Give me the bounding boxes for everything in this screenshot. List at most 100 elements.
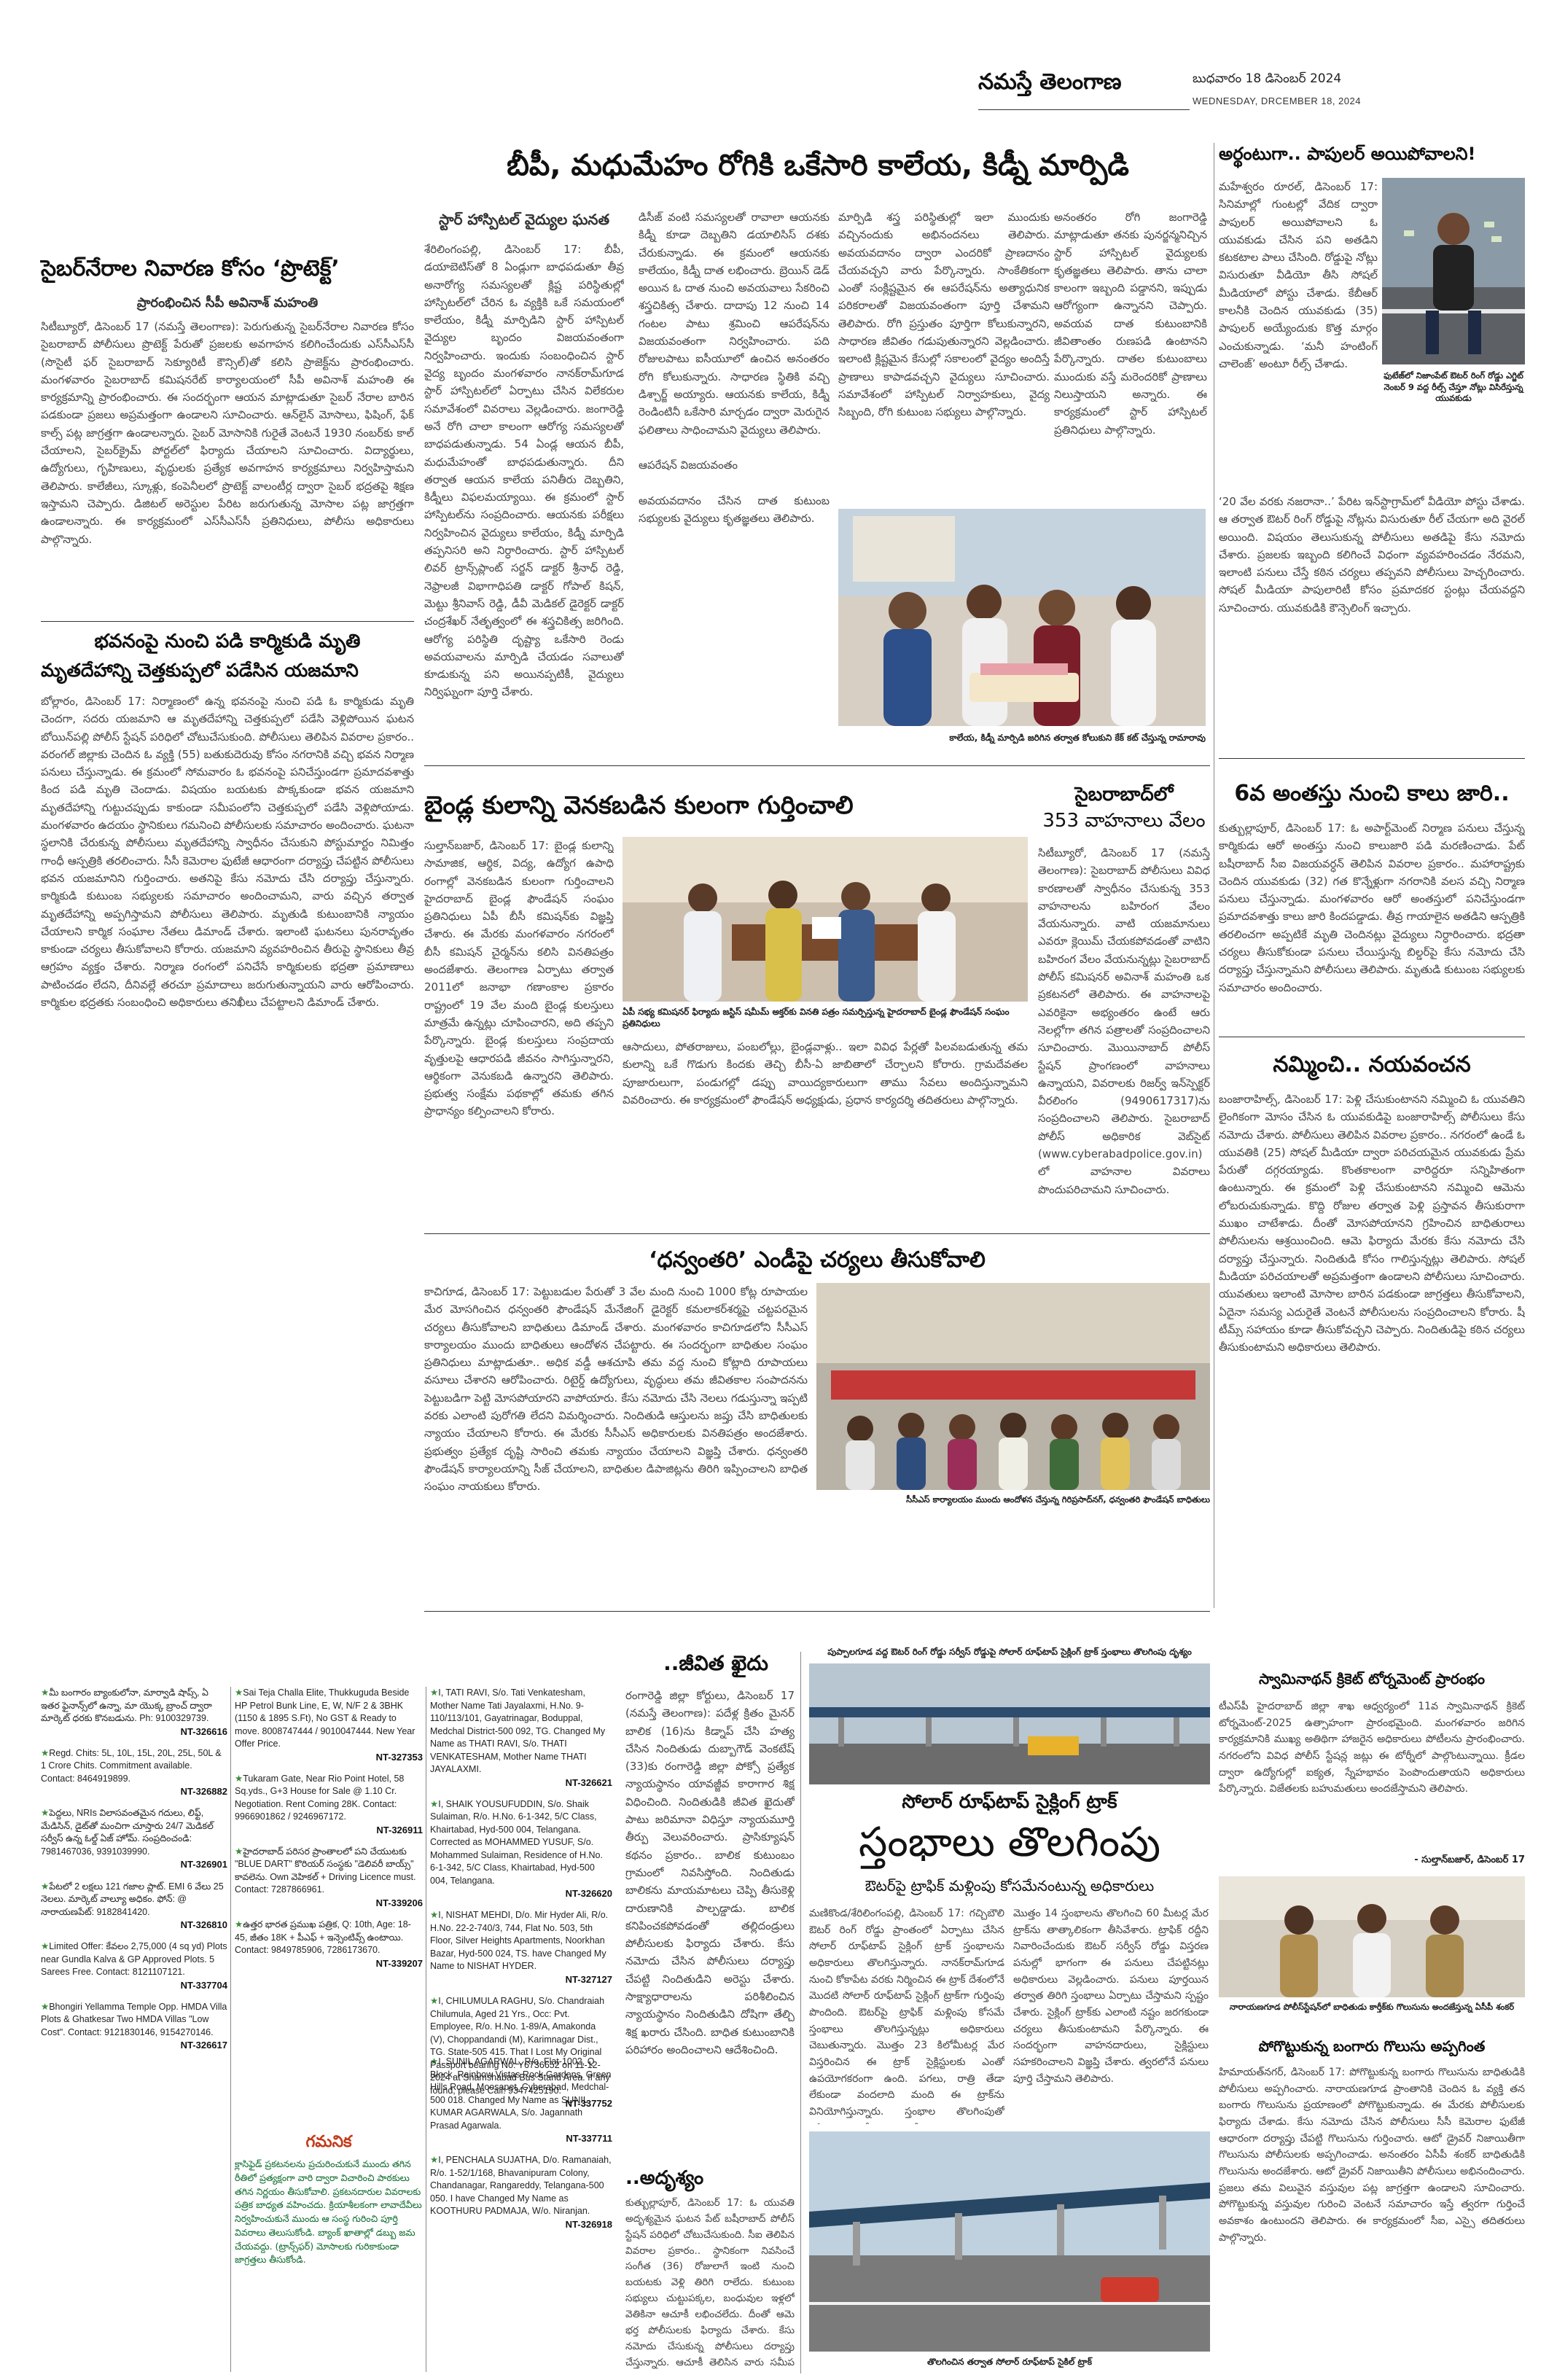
date-telugu: బుధవారం 18 డిసెంబర్ 2024 [1193, 71, 1342, 86]
star-icon: ★ [41, 1747, 50, 1758]
solar-photo-caption: తొలగించిన తర్వాత సోలార్ రూఫ్‌టాప్ సైకిల్… [927, 2357, 1092, 2367]
story-solar-headline-2: స్తంభాలు తొలగింపు [859, 1819, 1160, 1866]
star-icon: ★ [430, 1798, 439, 1809]
star-icon: ★ [235, 1688, 243, 1698]
classified-ad: ★Regd. Chits: 5L, 10L, 15L, 20L, 25L, 50… [41, 1747, 227, 1799]
story-dhanvantari-headline: ‘ధన్వంతరి’ ఎండీపై చర్యలు తీసుకోవాలి [649, 1247, 986, 1273]
classified-ad-text: I, SUNIL AGARWAL, R/o. Flat-1002, Q Bloc… [430, 2056, 614, 2131]
story-kidney-body-3: మార్పిడి శస్త్ర పరిస్థితుల్లో ఇలా ముందుక… [838, 211, 1050, 419]
story-sixth-floor-body: కుత్బుల్లాపూర్, డిసెంబర్ 17: ఓ అపార్ట్‌మ… [1219, 822, 1525, 994]
rule-kidney-bottom [424, 765, 1210, 766]
classified-ad: ★I, PENCHALA SUJATHA, D/o. Ramanaiah, R/… [430, 2154, 612, 2231]
star-icon: ★ [41, 1688, 50, 1698]
story-popular-body: మహేశ్వరం రూరల్, డిసెంబర్ 17: సినిమాల్లో … [1219, 180, 1378, 370]
kidney-photo-caption: కాలేయ, కిడ్నీ మార్పిడి జరిగిన తర్వాత కోల… [949, 733, 1206, 743]
story-life-body: రంగారెడ్డి జిల్లా కోర్టులు, డిసెంబర్ 17 … [625, 1689, 795, 2056]
dhanvantari-photo-caption: సీసీఎస్ కార్యాలయం ముందు ఆందోళన చేస్తున్న… [906, 1494, 1210, 1505]
star-icon: ★ [430, 2155, 439, 2166]
solar-photo-1 [809, 1663, 1210, 1784]
story-building-body: బోల్లారం, డిసెంబర్ 17: నిర్మాణంలో ఉన్న భ… [41, 695, 414, 1010]
classified-ad-code: NT-339207 [375, 1957, 423, 1969]
classified-ad: ★ఉత్తర భారత ప్రముఖ పత్రిక, Q: 10th, Age:… [235, 1919, 423, 1970]
classified-ad: ★హైదరాబాద్ పరిసర ప్రాంతాలలో పని చేయుటకు … [235, 1846, 423, 1910]
story-fortune-body: కుత్బుల్లాపూర్, డిసెంబర్ 17: ఓ యువతి అదృ… [625, 2197, 795, 2368]
classifieds-col-3: ★I, TATI RAVI, S/o. Tati Venkatesham, Mo… [430, 1687, 612, 2109]
classified-ad: ★మీ బంగారం బ్యాంకులోనా, మార్వాడి షాప్స్,… [41, 1687, 227, 1739]
story-bc-body-2: ఆసాదులు, పోతరాజులు, పంబలోల్లు, బైండ్లవాళ… [623, 1040, 1028, 1107]
story-solar-kicker: పుప్పాలగూడ వద్ద ఔటర్ రింగ్ రోడ్డు సర్వీస… [827, 1647, 1192, 1657]
classified-ad-text: I, NISHAT MEHDI, D/o. Mir Hyder Ali, R/o… [430, 1910, 611, 1972]
classified-ad: ★I, SHAIK YOUSUFUDDIN, S/o. Shaik Sulaim… [430, 1798, 612, 1901]
rule-popular-bottom [1219, 758, 1525, 759]
classified-ad-code: NT-326616 [180, 1725, 227, 1737]
classified-ad-text: Limited Offer: కేవలం 2,75,000 (4 sq yd) … [41, 1941, 230, 1978]
classified-ad-text: I, SHAIK YOUSUFUDDIN, S/o. Shaik Sulaima… [430, 1798, 606, 1886]
classified-ad: ★I, CHILUMULA RAGHU, S/o. Chandraiah Chi… [430, 1995, 612, 2110]
classifieds-col-2: ★Sai Teja Challa Elite, Thukkuguda Besid… [235, 1687, 423, 2328]
story-fortune-headline: ..అదృశ్యం [625, 2167, 704, 2189]
rule-life [800, 1652, 801, 2373]
classified-ad-code: NT-326882 [180, 1786, 227, 1798]
story-cyber-body: సిటీబ్యూరో, డిసెంబర్ 17 (నమస్తే తెలంగాణ)… [41, 320, 414, 546]
story-trust-headline: నమ్మించి.. నయవంచన [1273, 1052, 1471, 1077]
story-dhanvantari-body: కాచిగూడ, డిసెంబర్ 17: పెట్టుబడుల పేరుతో … [424, 1285, 808, 1494]
story-trust-body: బంజారాహిల్స్, డిసెంబర్ 17: పెళ్లి చేసుకు… [1219, 1093, 1525, 1354]
story-life-headline: ..జీవిత ఖైదు [663, 1651, 768, 1675]
classified-ad-code: NT-327127 [565, 1973, 612, 1985]
star-icon: ★ [430, 1910, 439, 1921]
star-icon: ★ [430, 1688, 439, 1698]
classified-ad-code: NT-327353 [375, 1751, 423, 1763]
classified-ad-text: ఉత్తర భారత ప్రముఖ పత్రిక, Q: 10th, Age: … [235, 1919, 411, 1956]
story-bc-headline: బైండ్ల కులాన్ని వెనకబడిన కులంగా గుర్తించ… [424, 791, 854, 820]
rule-dhanvantari-bottom [424, 1611, 1210, 1612]
story-building-headline-1: భవనంపై నుంచి పడి కార్మికుడి మృతి [94, 631, 361, 652]
story-cricket-headline: స్వామినాథన్ క్రికెట్ టోర్నమెంట్ ప్రారంభం [1259, 1670, 1485, 1688]
dhanvantari-photo [816, 1283, 1210, 1490]
classifieds-col-1: ★మీ బంగారం బ్యాంకులోనా, మార్వాడి షాప్స్,… [41, 1687, 227, 2379]
classified-ad-code: NT-326617 [180, 2040, 227, 2051]
gold-photo-caption: నారాయణగూడ పోలీస్‌స్టేషన్‌లో బాధితుడు కార… [1229, 2002, 1515, 2012]
classified-ad-code: NT-339206 [375, 1897, 423, 1908]
popular-photo [1382, 178, 1525, 364]
popular-photo-caption: ఫుటేజ్‌లో నిజాంపేట్ ఔటర్ రింగ్ రోడ్డు ఎగ… [1384, 370, 1523, 404]
classified-ad: ★పేటలో 2 లక్షలు 121 గజాల ప్లాట్. EMI 6 వ… [41, 1881, 227, 1932]
star-icon: ★ [430, 1996, 439, 2007]
classified-ad-text: మీ బంగారం బ్యాంకులోనా, మార్వాడి షాప్స్, … [41, 1688, 215, 1723]
classified-ad-code: NT-337752 [565, 2098, 612, 2110]
classified-ad-text: పెద్దలు, NRIs విలాసవంతమైన గదులు, లిఫ్ట్,… [41, 1808, 216, 1857]
story-bc-body: సుల్తాన్‌బజార్, డిసెంబర్ 17: బైండ్ల కులా… [424, 839, 614, 1118]
classified-ad-text: Sai Teja Challa Elite, Thukkuguda Beside… [235, 1688, 418, 1749]
classified-ad: ★I, SUNIL AGARWAL, R/o. Flat-1002, Q Blo… [430, 2056, 612, 2145]
star-icon: ★ [235, 1846, 243, 1857]
gold-photo [1219, 1876, 1525, 1997]
story-vehicles-headline-1: సైబరాబాద్‌లో [1074, 784, 1174, 805]
paper-name: నమస్తే తెలంగాణ [978, 69, 1122, 95]
story-kidney-body-1: శేరిలింగంపల్లి, డిసెంబర్ 17: బీపీ, డయాబె… [424, 243, 624, 699]
story-sixth-floor-headline: 6వ అంతస్తు నుంచి కాలు జారి.. [1234, 781, 1510, 806]
date-english: WEDNESDAY, DRCEMBER 18, 2024 [1193, 95, 1361, 106]
classified-ad-text: I, CHILUMULA RAGHU, S/o. Chandraiah Chil… [430, 1996, 613, 2096]
story-cyber-subhead: ప్రారంభించిన సీపీ అవినాశ్ మహంతి [136, 295, 319, 311]
classified-ad-text: పేటలో 2 లక్షలు 121 గజాల ప్లాట్. EMI 6 వే… [41, 1881, 227, 1917]
classified-ad: ★Bhongiri Yellamma Temple Opp. HMDA Vill… [41, 2001, 227, 2053]
classified-ad-code: NT-337704 [180, 1979, 227, 1991]
story-gold-body: హిమాయత్‌నగర్, డిసెంబర్ 17: పోగొట్టుకున్న… [1219, 2067, 1525, 2244]
story-cricket-byline: - సుల్తాన్‌బజార్, డిసెంబర్ 17 [1414, 1854, 1525, 1865]
classified-ad: ★Tukaram Gate, Near Rio Point Hotel, 58 … [235, 1773, 423, 1837]
classified-ad: ★I, NISHAT MEHDI, D/o. Mir Hyder Ali, R/… [430, 1909, 612, 1986]
bc-photo [623, 837, 1028, 1002]
masthead-rule [978, 109, 1190, 110]
kidney-photo [838, 509, 1206, 726]
bc-photo-caption: ఏపీ సభ్య కమిషనర్ ఫిర్యాదు జస్టిస్ షమీమ్ … [623, 1007, 1010, 1029]
story-vehicles-headline-2: 353 వాహనాలు వేలం [1042, 810, 1206, 832]
classified-ad-text: I, PENCHALA SUJATHA, D/o. Ramanaiah, R/o… [430, 2155, 614, 2217]
story-solar-headline-1: సోలార్ రూఫ్‌టాప్ సైక్లింగ్ ట్రాక్ [902, 1791, 1117, 1813]
story-solar-body: మణికొండ/శేరిలింగంపల్లి, డిసెంబర్ 17: గచ్… [809, 1908, 1004, 2124]
star-icon: ★ [41, 1808, 50, 1819]
classified-ad-code: NT-337711 [566, 2133, 612, 2144]
classified-ad-text: I, TATI RAVI, S/o. Tati Venkatesham, Mot… [430, 1688, 608, 1774]
story-building-headline-2: మృతదేహాన్ని చెత్తకుప్పలో పడేసిన యజమాని [41, 660, 359, 681]
notice-title: గమనిక [305, 2133, 352, 2151]
classified-ad: ★Sai Teja Challa Elite, Thukkuguda Besid… [235, 1687, 423, 1764]
story-vehicles-body: సిటీబ్యూరో, డిసెంబర్ 17 (నమస్తే తెలంగాణ)… [1038, 846, 1210, 1196]
